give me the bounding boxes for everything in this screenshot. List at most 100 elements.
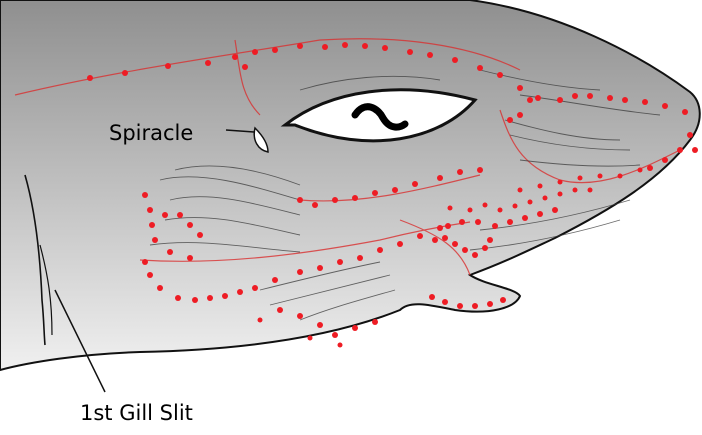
pore-dot bbox=[578, 176, 583, 181]
gill-slit-label: 1st Gill Slit bbox=[80, 401, 193, 425]
pore-dot bbox=[492, 223, 498, 229]
pore-dot bbox=[142, 259, 148, 265]
pore-dot bbox=[187, 255, 193, 261]
pore-dot bbox=[357, 255, 363, 261]
pore-dot bbox=[452, 241, 458, 247]
pore-dot bbox=[392, 187, 398, 193]
pore-dot bbox=[252, 285, 258, 291]
pore-dot bbox=[573, 188, 578, 193]
pore-dot bbox=[500, 297, 506, 303]
pore-dot bbox=[518, 188, 523, 193]
pore-dot bbox=[507, 219, 513, 225]
pore-dot bbox=[459, 219, 465, 225]
pore-dot bbox=[232, 54, 238, 60]
pore-dot bbox=[558, 192, 563, 197]
pore-dot bbox=[177, 212, 183, 218]
pore-dot bbox=[297, 197, 303, 203]
pore-dot bbox=[252, 49, 258, 55]
pore-dot bbox=[472, 252, 478, 258]
pore-dot bbox=[152, 237, 158, 243]
pore-dot bbox=[297, 43, 303, 49]
pore-dot bbox=[157, 285, 163, 291]
pore-dot bbox=[297, 313, 303, 319]
pore-dot bbox=[535, 95, 541, 101]
pore-dot bbox=[175, 295, 181, 301]
pore-dot bbox=[475, 219, 481, 225]
pore-dot bbox=[522, 215, 528, 221]
pore-dot bbox=[142, 192, 148, 198]
pore-dot bbox=[483, 203, 488, 208]
pore-dot bbox=[382, 45, 388, 51]
pore-dot bbox=[477, 65, 483, 71]
pore-dot bbox=[692, 147, 698, 153]
pore-dot bbox=[537, 211, 543, 217]
pore-dot bbox=[528, 200, 533, 205]
pore-dot bbox=[297, 269, 303, 275]
pore-dot bbox=[662, 157, 668, 163]
pore-dot bbox=[543, 196, 548, 201]
shark-head-silhouette bbox=[0, 0, 700, 370]
pore-dot bbox=[442, 299, 448, 305]
pore-dot bbox=[332, 332, 338, 338]
pore-dot bbox=[312, 202, 318, 208]
pore-dot bbox=[432, 237, 438, 243]
pore-dot bbox=[147, 272, 153, 278]
pore-dot bbox=[437, 225, 443, 231]
pore-dot bbox=[352, 195, 358, 201]
pore-dot bbox=[677, 147, 683, 153]
pore-dot bbox=[372, 319, 378, 325]
pore-dot bbox=[662, 103, 668, 109]
pore-dot bbox=[338, 343, 343, 348]
pore-dot bbox=[457, 169, 463, 175]
pore-dot bbox=[497, 72, 503, 78]
pore-dot bbox=[622, 97, 628, 103]
pore-dot bbox=[538, 184, 543, 189]
pore-dot bbox=[618, 174, 623, 179]
pore-dot bbox=[507, 117, 513, 123]
pore-dot bbox=[187, 222, 193, 228]
pore-dot bbox=[498, 208, 503, 213]
pore-dot bbox=[482, 245, 488, 251]
pore-dot bbox=[332, 197, 338, 203]
pore-dot bbox=[517, 85, 523, 91]
pore-dot bbox=[445, 223, 451, 229]
pore-dot bbox=[687, 132, 693, 138]
pore-dot bbox=[487, 237, 493, 243]
pore-dot bbox=[237, 289, 243, 295]
pore-dot bbox=[352, 325, 358, 331]
pore-dot bbox=[513, 204, 518, 209]
pore-dot bbox=[272, 277, 278, 283]
pore-dot bbox=[642, 99, 648, 105]
pore-dot bbox=[372, 190, 378, 196]
pore-dot bbox=[647, 165, 653, 171]
pore-dot bbox=[242, 64, 248, 70]
pore-dot bbox=[272, 47, 278, 53]
pore-dot bbox=[527, 97, 533, 103]
pore-dot bbox=[122, 70, 128, 76]
pore-dot bbox=[472, 303, 478, 309]
pore-dot bbox=[258, 318, 263, 323]
pore-dot bbox=[477, 167, 483, 173]
pore-dot bbox=[457, 303, 463, 309]
pore-dot bbox=[167, 249, 173, 255]
pore-dot bbox=[337, 259, 343, 265]
pore-dot bbox=[429, 294, 435, 300]
pore-dot bbox=[682, 109, 688, 115]
pore-dot bbox=[587, 93, 593, 99]
pore-dot bbox=[448, 206, 453, 211]
pore-dot bbox=[487, 301, 493, 307]
pore-dot bbox=[588, 188, 593, 193]
pore-dot bbox=[362, 43, 368, 49]
pore-dot bbox=[462, 247, 468, 253]
pore-dot bbox=[87, 75, 93, 81]
pore-dot bbox=[397, 241, 403, 247]
pore-dot bbox=[557, 97, 563, 103]
pore-dot bbox=[517, 112, 523, 118]
pore-dot bbox=[412, 181, 418, 187]
pore-dot bbox=[308, 336, 313, 341]
pore-dot bbox=[427, 52, 433, 58]
pore-dot bbox=[638, 168, 643, 173]
pore-dot bbox=[572, 93, 578, 99]
pore-dot bbox=[147, 207, 153, 213]
